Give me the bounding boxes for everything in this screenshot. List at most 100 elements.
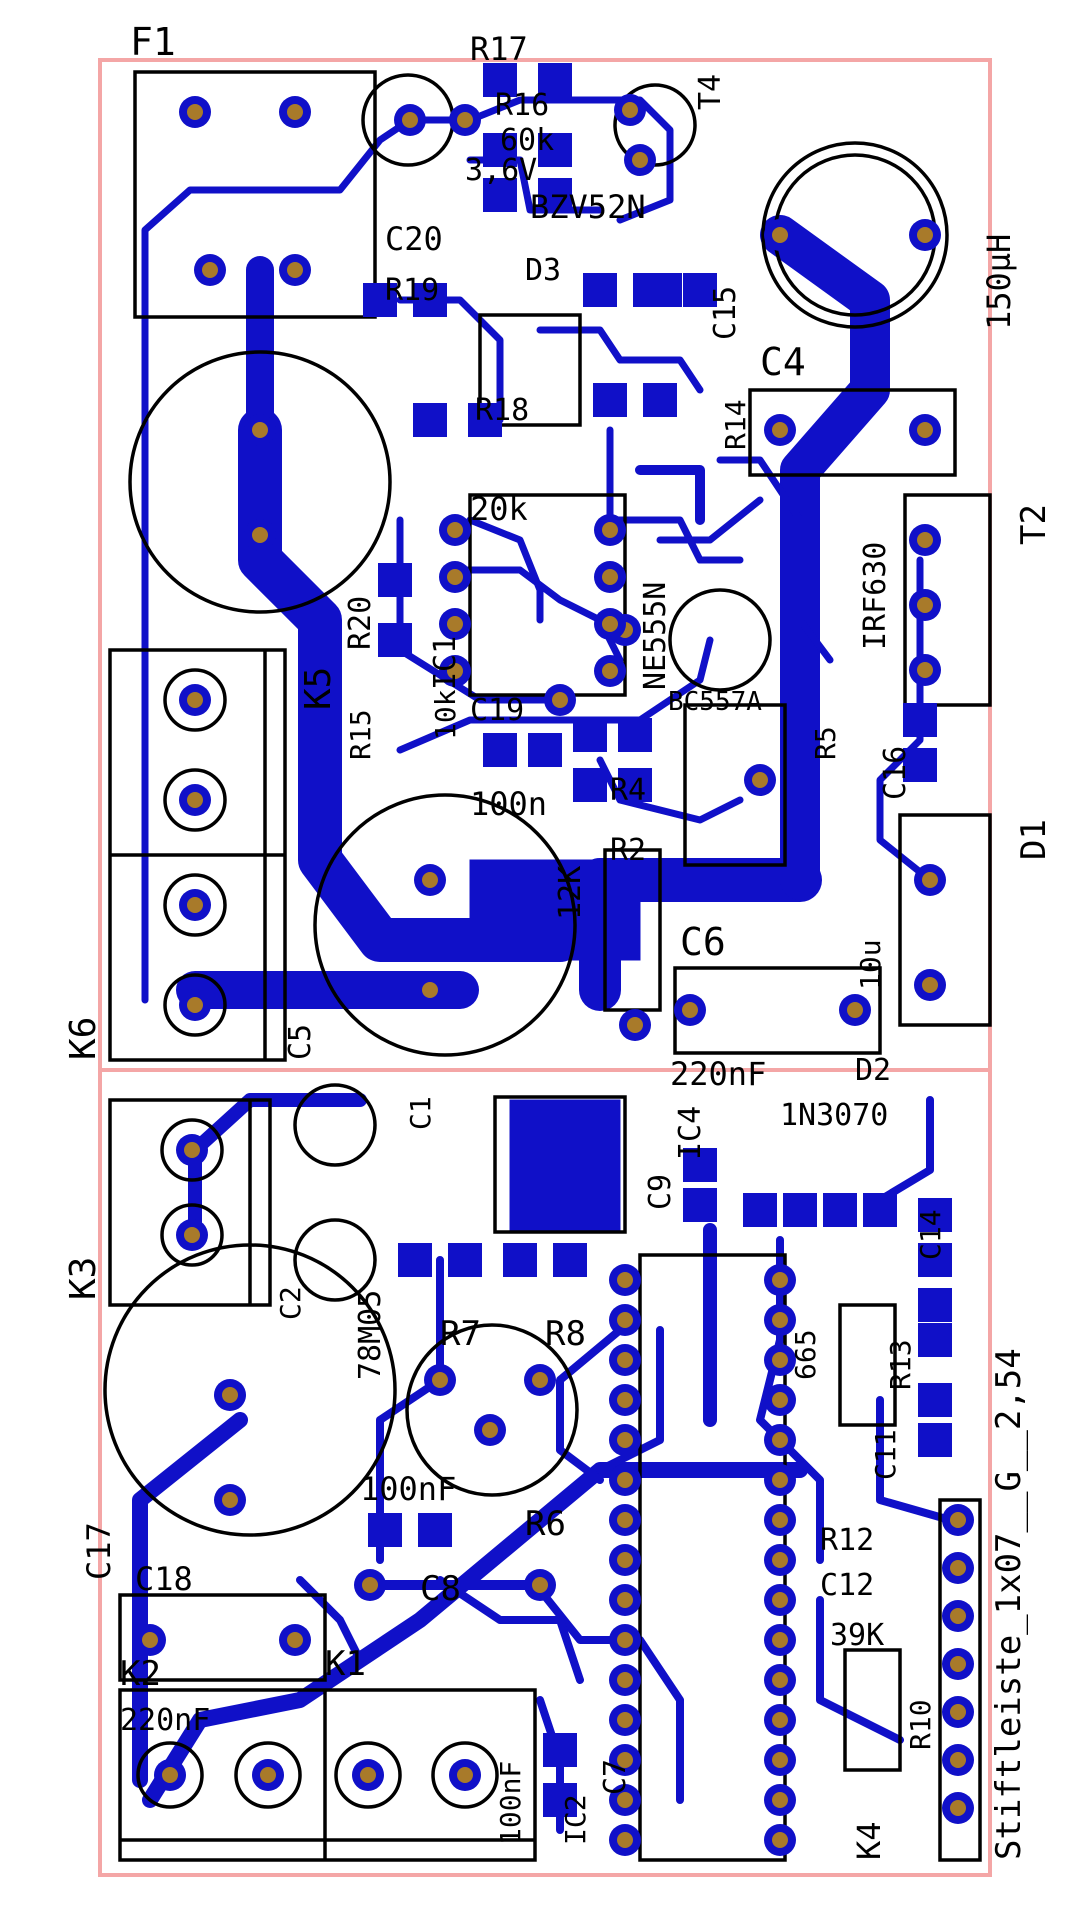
label-K2: K2 xyxy=(120,1654,161,1694)
smd-pad xyxy=(483,133,517,167)
label-C12: C12 xyxy=(820,1568,874,1603)
label-100nF-vert: 100nF xyxy=(494,1761,527,1845)
smd-pad xyxy=(743,1193,777,1227)
smd-pad xyxy=(918,1243,952,1277)
label-IC2: IC2 xyxy=(559,1794,592,1845)
drill-hole xyxy=(362,1577,378,1593)
smd-pad xyxy=(538,63,572,97)
drill-hole xyxy=(457,112,473,128)
label-20k: 20k xyxy=(470,490,528,528)
label-C7: C7 xyxy=(598,1759,633,1795)
label-C20: C20 xyxy=(385,220,443,258)
label-K5: K5 xyxy=(298,667,339,710)
drill-hole xyxy=(222,1387,238,1403)
drill-hole xyxy=(617,1712,633,1728)
drill-hole xyxy=(184,1227,200,1243)
drill-hole xyxy=(602,569,618,585)
label-NE555: NE555N xyxy=(638,582,673,690)
power-pour xyxy=(469,859,641,961)
smd-pad xyxy=(593,383,627,417)
drill-hole xyxy=(187,792,203,808)
drill-hole xyxy=(772,227,788,243)
drill-hole xyxy=(617,1672,633,1688)
label-C18: C18 xyxy=(135,1560,193,1598)
drill-hole xyxy=(287,262,303,278)
drill-hole xyxy=(617,1272,633,1288)
smd-pad xyxy=(368,1513,402,1547)
label-R13: R13 xyxy=(884,1339,917,1390)
drill-hole xyxy=(617,1392,633,1408)
label-R7: R7 xyxy=(440,1314,481,1354)
smd-pad xyxy=(918,1323,952,1357)
label-C17: C17 xyxy=(80,1522,118,1580)
drill-hole xyxy=(187,997,203,1013)
label-R17: R17 xyxy=(470,30,528,68)
label-bzv: BZV52N xyxy=(530,188,646,226)
drill-hole xyxy=(432,1372,448,1388)
drill-hole xyxy=(617,1432,633,1448)
label-C16: C16 xyxy=(878,746,913,800)
smd-pad xyxy=(823,1193,857,1227)
drill-hole xyxy=(184,1142,200,1158)
smd-pad xyxy=(783,1193,817,1227)
drill-hole xyxy=(772,1312,788,1328)
label-R15: R15 xyxy=(344,709,377,760)
smd-pad xyxy=(413,403,447,437)
label-D2: D2 xyxy=(855,1053,891,1088)
drill-hole xyxy=(772,1432,788,1448)
label-IRF630: IRF630 xyxy=(858,542,893,650)
drill-hole xyxy=(632,152,648,168)
smd-pad xyxy=(363,283,397,317)
label-78M05: 78M05 xyxy=(353,1290,388,1380)
drill-hole xyxy=(950,1512,966,1528)
drill-hole xyxy=(422,872,438,888)
smd-pad xyxy=(918,1383,952,1417)
drill-hole xyxy=(772,1472,788,1488)
drill-hole xyxy=(202,262,218,278)
drill-hole xyxy=(602,522,618,538)
drill-hole xyxy=(457,1767,473,1783)
smd-pad xyxy=(648,273,682,307)
drill-hole xyxy=(617,1832,633,1848)
label-R19: R19 xyxy=(385,273,439,308)
drill-hole xyxy=(772,422,788,438)
drill-hole xyxy=(532,1372,548,1388)
drill-hole xyxy=(950,1752,966,1768)
drill-hole xyxy=(447,522,463,538)
label-R4: R4 xyxy=(610,773,646,808)
label-R6: R6 xyxy=(525,1504,566,1544)
drill-hole xyxy=(772,1752,788,1768)
smd-pad xyxy=(448,1243,482,1277)
label-150uH: 150µH xyxy=(980,234,1018,330)
drill-hole xyxy=(532,1577,548,1593)
label-C9: C9 xyxy=(643,1174,678,1210)
drill-hole xyxy=(187,104,203,120)
smd-pad xyxy=(863,1193,897,1227)
smd-pad xyxy=(903,703,937,737)
label-C5: C5 xyxy=(283,1024,318,1060)
component-labels: F1 R17 T4 R16 60k 3,6V BZV52N C20 R19 D3… xyxy=(63,20,1054,1860)
label-IC1: IC1 xyxy=(428,636,463,690)
smd-pad xyxy=(413,283,447,317)
drill-hole xyxy=(617,1792,633,1808)
smd-pad xyxy=(918,1423,952,1457)
drill-hole xyxy=(617,1592,633,1608)
drill-hole xyxy=(187,692,203,708)
label-R18: R18 xyxy=(475,393,529,428)
drill-hole xyxy=(287,1632,303,1648)
smd-pad xyxy=(538,133,572,167)
label-C14: C14 xyxy=(914,1209,947,1260)
smd-pad xyxy=(468,403,502,437)
drill-hole xyxy=(260,1767,276,1783)
label-K1: K1 xyxy=(325,1644,366,1684)
smd-pad xyxy=(618,768,652,802)
label-220nF-top: 220nF xyxy=(670,1055,766,1093)
drill-hole xyxy=(552,692,568,708)
smd-pad xyxy=(683,273,717,307)
label-C15: C15 xyxy=(708,286,743,340)
drill-hole xyxy=(772,1272,788,1288)
smd-pad xyxy=(918,1288,952,1322)
drill-hole xyxy=(772,1832,788,1848)
label-K4: K4 xyxy=(850,1821,888,1860)
